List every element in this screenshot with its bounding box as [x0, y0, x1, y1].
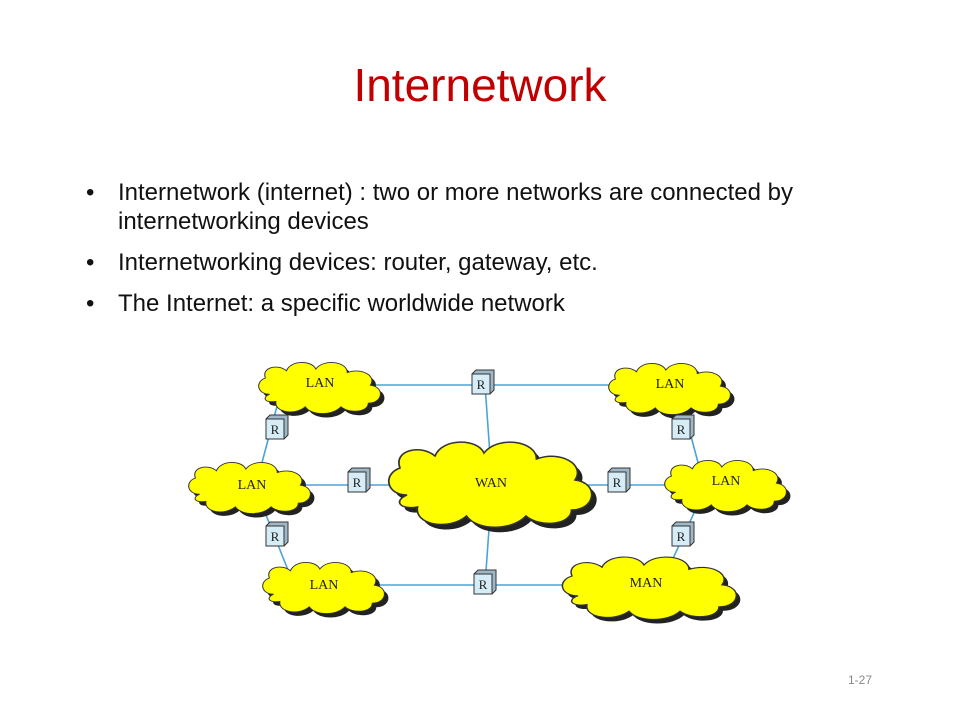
router-icon: R [347, 467, 371, 493]
router-label: R [479, 577, 488, 592]
cloud-man-bottom-right: MAN [561, 556, 741, 624]
cloud-label: LAN [310, 578, 339, 593]
bullet-item: • The Internet: a specific worldwide netw… [86, 289, 806, 318]
slide-title: Internetwork [353, 59, 607, 111]
bullet-item: • Internetwork (internet) : two or more n… [86, 178, 806, 236]
cloud-label: LAN [238, 478, 267, 493]
cloud-lan-top-right: LAN [608, 362, 735, 419]
bullet-text: Internetwork (internet) : two or more ne… [118, 179, 793, 235]
router-icon: R [671, 414, 695, 440]
cloud-label: LAN [712, 474, 741, 489]
cloud-label: WAN [475, 476, 507, 491]
cloud-lan-bottom-left: LAN [262, 561, 389, 618]
bullet-text: Internetworking devices: router, gateway… [118, 249, 598, 276]
bullet-text: The Internet: a specific worldwide netwo… [118, 290, 565, 317]
router-icon: R [265, 414, 289, 440]
router-icon: R [607, 467, 631, 493]
router-label: R [677, 529, 686, 544]
internetwork-diagram: LAN LAN LAN LAN LAN WAN MAN R R R R R R R R [180, 355, 800, 630]
router-icon: R [473, 569, 497, 595]
cloud-wan-center: WAN [387, 441, 597, 533]
cloud-lan-mid-left: LAN [188, 461, 315, 518]
slide-number: 1-27 [848, 673, 873, 687]
link [484, 384, 491, 456]
bullet-dot-icon: • [86, 290, 95, 317]
cloud-lan-mid-right: LAN [664, 459, 791, 516]
router-label: R [613, 475, 622, 490]
bullet-item: • Internetworking devices: router, gatewa… [86, 248, 806, 277]
bullet-dot-icon: • [86, 179, 95, 206]
router-label: R [677, 422, 686, 437]
router-label: R [477, 377, 486, 392]
router-label: R [353, 475, 362, 490]
cloud-label: LAN [306, 376, 335, 391]
router-icon: R [265, 521, 289, 547]
routers: R R R R R R R R [265, 369, 695, 595]
router-label: R [271, 529, 280, 544]
router-icon: R [471, 369, 495, 395]
cloud-lan-top-left: LAN [258, 361, 385, 418]
router-icon: R [671, 521, 695, 547]
bullet-dot-icon: • [86, 249, 95, 276]
cloud-label: MAN [630, 576, 663, 591]
router-label: R [271, 422, 280, 437]
cloud-label: LAN [656, 377, 685, 392]
bullet-list: • Internetwork (internet) : two or more n… [86, 178, 806, 330]
